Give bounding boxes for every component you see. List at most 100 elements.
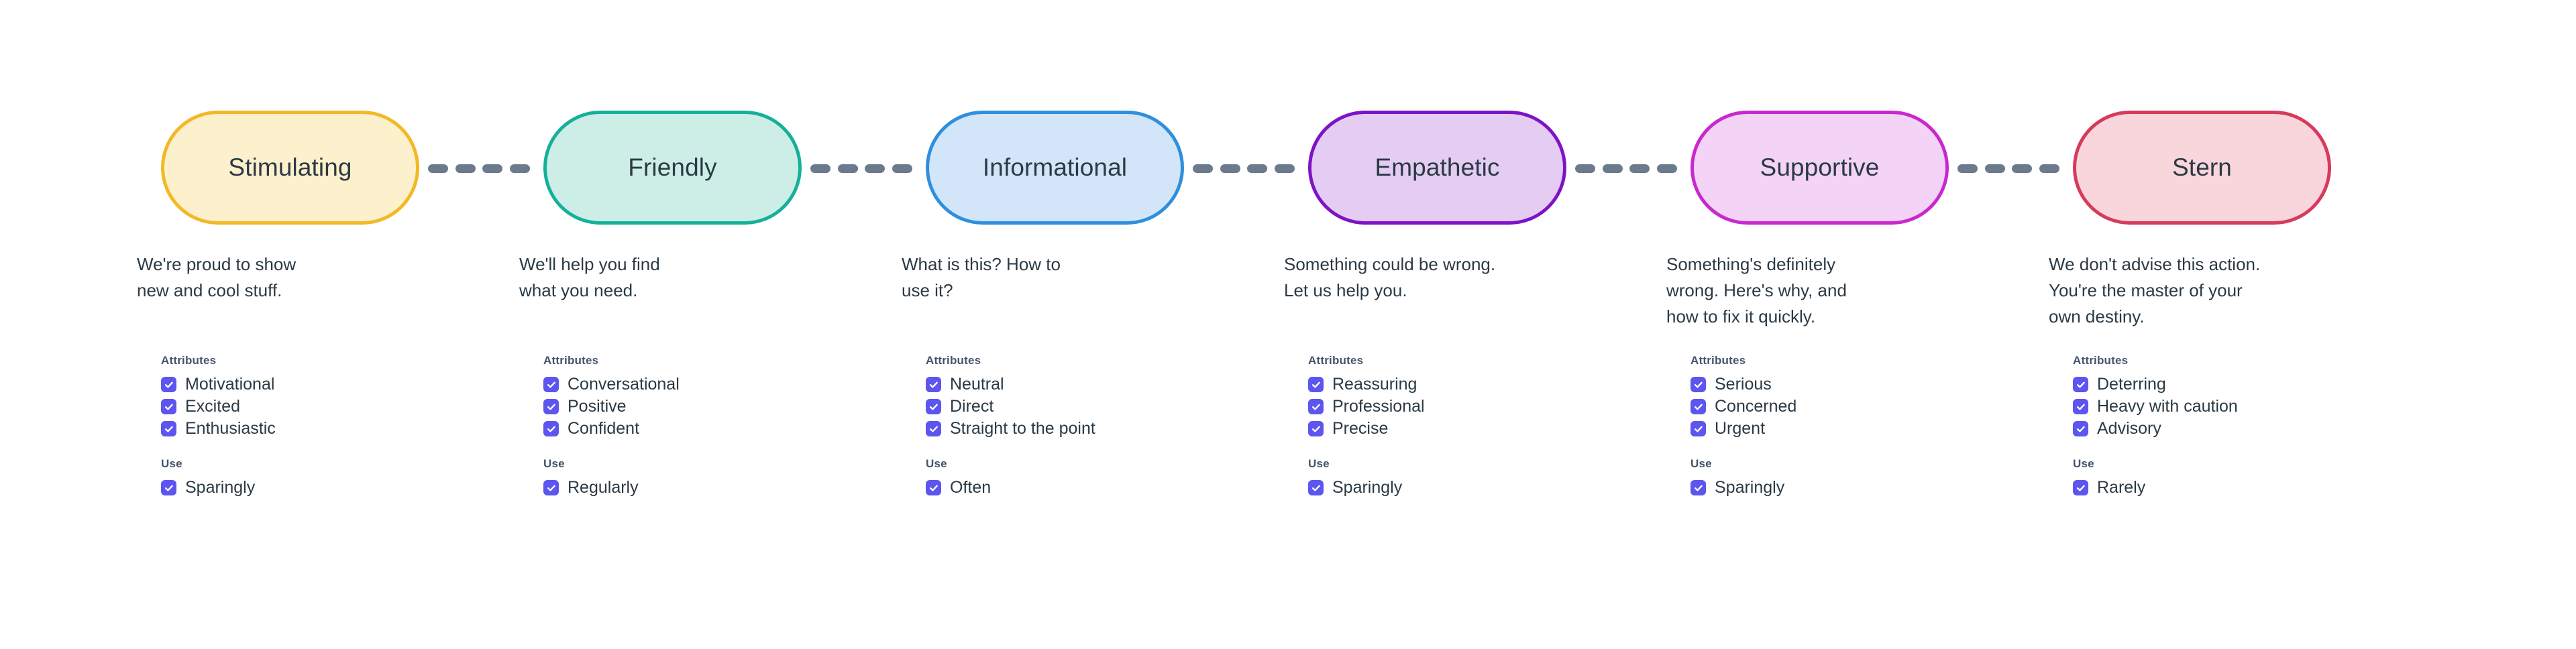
use-row[interactable]: Sparingly <box>1690 477 2006 499</box>
tone-pill[interactable]: Informational <box>926 111 1184 225</box>
connector-dash <box>837 164 858 173</box>
checkmark-icon[interactable] <box>1690 377 1706 392</box>
connector-dash <box>428 164 448 173</box>
checkmark-icon[interactable] <box>161 377 176 392</box>
checkmark-icon[interactable] <box>2073 480 2088 495</box>
connector-dash <box>2039 164 2059 173</box>
use-label: Sparingly <box>1715 478 1785 497</box>
checkmark-icon[interactable] <box>543 399 559 414</box>
use-heading: Use <box>1308 457 1330 470</box>
tone-pill-wrapper: Informational <box>926 111 1184 225</box>
tone-pill[interactable]: Friendly <box>543 111 802 225</box>
tone-pill[interactable]: Empathetic <box>1308 111 1566 225</box>
connector-dash <box>810 164 830 173</box>
attribute-row[interactable]: Neutral <box>926 373 1241 396</box>
attribute-row[interactable]: Motivational <box>161 373 476 396</box>
connector-dash <box>1984 164 2005 173</box>
attribute-row[interactable]: Concerned <box>1690 396 2006 418</box>
tone-pill-label: Stimulating <box>228 154 352 181</box>
use-row[interactable]: Regularly <box>543 477 859 499</box>
attribute-row[interactable]: Positive <box>543 396 859 418</box>
checkmark-icon[interactable] <box>1690 421 1706 436</box>
tone-pill[interactable]: Stern <box>2073 111 2331 225</box>
checkmark-icon[interactable] <box>1690 480 1706 495</box>
attributes-heading: Attributes <box>543 354 599 367</box>
use-heading: Use <box>2073 457 2094 470</box>
checkmark-icon[interactable] <box>543 421 559 436</box>
dashed-line-connector-icon <box>1193 163 1295 174</box>
checkmark-icon[interactable] <box>2073 377 2088 392</box>
attribute-row[interactable]: Deterring <box>2073 373 2388 396</box>
tone-pill-label: Supportive <box>1760 154 1880 181</box>
use-label: Regularly <box>568 478 639 497</box>
group-spacer <box>1690 440 2006 457</box>
tone-description: We're proud to show new and cool stuff. <box>137 254 297 300</box>
attributes-heading: Attributes <box>2073 354 2129 367</box>
checkmark-icon[interactable] <box>1690 399 1706 414</box>
attribute-label: Neutral <box>950 375 1004 394</box>
attribute-label: Positive <box>568 397 627 416</box>
use-row[interactable]: Sparingly <box>1308 477 1623 499</box>
attribute-row[interactable]: Enthusiastic <box>161 418 476 440</box>
tone-description: We don't advise this action. You're the … <box>2049 254 2261 327</box>
use-heading: Use <box>1690 457 1712 470</box>
checkmark-icon[interactable] <box>1308 480 1324 495</box>
tone-pill-label: Friendly <box>628 154 717 181</box>
checkmark-icon[interactable] <box>543 377 559 392</box>
connector-dash <box>1656 164 1677 173</box>
tone-description: Something's definitely wrong. Here's why… <box>1666 254 1847 327</box>
attribute-label: Enthusiastic <box>185 419 276 438</box>
tone-pill-label: Stern <box>2172 154 2232 181</box>
attributes-heading: Attributes <box>926 354 981 367</box>
attribute-row[interactable]: Urgent <box>1690 418 2006 440</box>
tone-description: We'll help you find what you need. <box>519 254 660 300</box>
checkmark-icon[interactable] <box>1308 421 1324 436</box>
attribute-row[interactable]: Heavy with caution <box>2073 396 2388 418</box>
attribute-row[interactable]: Professional <box>1308 396 1623 418</box>
checkmark-icon[interactable] <box>543 480 559 495</box>
use-heading: Use <box>926 457 947 470</box>
use-row[interactable]: Sparingly <box>161 477 476 499</box>
checkmark-icon[interactable] <box>926 421 941 436</box>
checkmark-icon[interactable] <box>926 480 941 495</box>
checkmark-icon[interactable] <box>2073 399 2088 414</box>
checkmark-icon[interactable] <box>161 480 176 495</box>
attribute-row[interactable]: Reassuring <box>1308 373 1623 396</box>
use-row[interactable]: Often <box>926 477 1241 499</box>
attributes-heading: Attributes <box>1690 354 1746 367</box>
attribute-row[interactable]: Advisory <box>2073 418 2388 440</box>
group-spacer <box>1308 440 1623 457</box>
group-spacer <box>926 440 1241 457</box>
connector-dash <box>1274 164 1295 173</box>
attribute-row[interactable]: Serious <box>1690 373 2006 396</box>
checkmark-icon[interactable] <box>161 421 176 436</box>
attribute-row[interactable]: Confident <box>543 418 859 440</box>
attribute-row[interactable]: Direct <box>926 396 1241 418</box>
attribute-label: Motivational <box>185 375 275 394</box>
attribute-row[interactable]: Conversational <box>543 373 859 396</box>
checkmark-icon[interactable] <box>1308 377 1324 392</box>
attribute-row[interactable]: Straight to the point <box>926 418 1241 440</box>
attribute-row[interactable]: Excited <box>161 396 476 418</box>
tone-pill-wrapper: Stern <box>2073 111 2331 225</box>
connector-dash <box>865 164 885 173</box>
checkmark-icon[interactable] <box>926 399 941 414</box>
use-heading: Use <box>543 457 565 470</box>
attribute-row[interactable]: Precise <box>1308 418 1623 440</box>
dashed-line-connector-icon <box>1957 163 2059 174</box>
checkmark-icon[interactable] <box>926 377 941 392</box>
use-row[interactable]: Rarely <box>2073 477 2388 499</box>
checkmark-icon[interactable] <box>161 399 176 414</box>
checkmark-icon[interactable] <box>2073 421 2088 436</box>
attribute-label: Heavy with caution <box>2097 397 2238 416</box>
dashed-line-connector-icon <box>428 163 530 174</box>
checkmark-icon[interactable] <box>1308 399 1324 414</box>
tone-pill[interactable]: Stimulating <box>161 111 419 225</box>
attribute-label: Urgent <box>1715 419 1766 438</box>
tone-pill[interactable]: Supportive <box>1690 111 1949 225</box>
